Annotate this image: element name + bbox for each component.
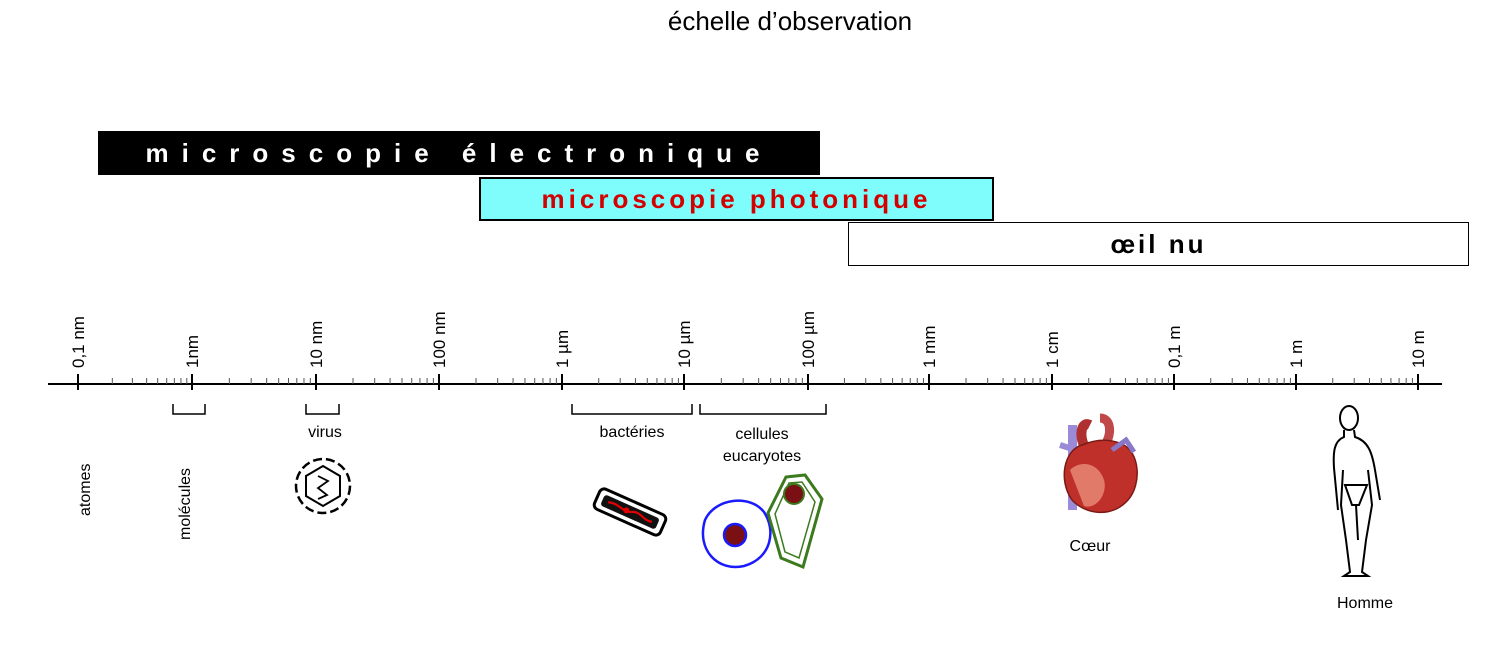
scale-label: 1nm (183, 335, 202, 368)
animal-cell-icon (701, 499, 772, 569)
scale-label: 1 m (1287, 340, 1306, 368)
scale-label: 100 nm (430, 311, 449, 368)
cells-bracket (699, 404, 827, 415)
human-figure-icon (1332, 405, 1381, 577)
light-microscopy-label: microscopie photonique (541, 183, 932, 214)
scale-label: 1 µm (553, 330, 572, 368)
scale-label: 0,1 nm (69, 316, 88, 368)
electron-microscopy-band: microscopie électronique (98, 131, 820, 175)
scale-labels: 0,1 nm 1nm 10 nm 100 nm 1 µm 10 µm 100 µm 1 mm 1… (69, 311, 1428, 368)
page-title: échelle d’observation (667, 6, 913, 36)
scale-label: 10 m (1409, 330, 1428, 368)
cells-label-line1: cellules (735, 426, 788, 443)
human-label: Homme (1337, 595, 1393, 612)
virus-icon (294, 457, 352, 515)
molecules-bracket (172, 404, 206, 415)
naked-eye-label: œil nu (1110, 228, 1207, 259)
scale-label: 1 cm (1043, 331, 1062, 368)
virus-bracket (305, 404, 340, 415)
bacteria-label: bactéries (600, 424, 665, 441)
heart-icon (1059, 413, 1138, 514)
electron-microscopy-label: microscopie électronique (145, 137, 773, 168)
light-microscopy-band: microscopie photonique (479, 177, 994, 221)
scale-label: 10 nm (307, 321, 326, 368)
scale-label: 1 mm (920, 326, 939, 369)
virus-label: virus (308, 424, 342, 441)
bacteria-bracket (571, 404, 693, 415)
plant-cell-icon (766, 473, 824, 570)
scale-label: 100 µm (799, 311, 818, 368)
molecules-label: molécules (177, 468, 194, 540)
scale-label: 10 µm (675, 320, 694, 368)
scale-ticks (77, 374, 1419, 390)
cells-label-line2: eucaryotes (723, 448, 801, 465)
scale-label: 0,1 m (1165, 325, 1184, 368)
bacterium-icon (592, 487, 668, 537)
atoms-label: atomes (77, 464, 94, 516)
naked-eye-band: œil nu (848, 222, 1469, 266)
heart-label: Cœur (1070, 538, 1112, 555)
